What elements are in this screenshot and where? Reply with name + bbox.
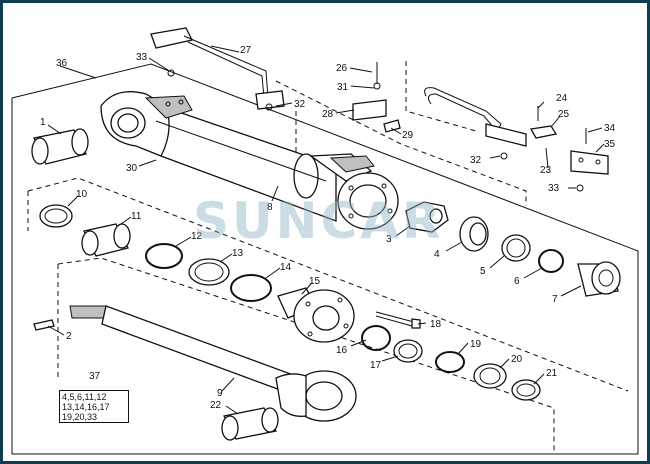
callout-9: 9 [217, 388, 223, 399]
callout-3: 3 [386, 234, 392, 245]
callout-33-lower: 33 [548, 183, 560, 194]
exploded-cylinder-diagram: 1 2 3 4 5 6 7 8 9 10 11 12 13 14 15 16 1… [11, 27, 639, 455]
callout-14: 14 [280, 262, 292, 273]
callout-28: 28 [322, 109, 334, 120]
callout-25: 25 [558, 109, 570, 120]
cylinder-barrel [100, 91, 399, 230]
callout-19: 19 [470, 339, 482, 350]
seal-kit-box: 4,5,6,11,12 13,14,16,17 19,20,33 [59, 390, 129, 423]
callout-7: 7 [552, 294, 558, 305]
callout-2: 2 [66, 331, 72, 342]
part-17-seal-inner [398, 343, 418, 359]
part-20-seal [473, 363, 507, 389]
part-23-pipe [424, 87, 609, 175]
part-14-oring [230, 274, 272, 302]
part-17-seal [393, 339, 423, 363]
callout-20: 20 [511, 354, 523, 365]
part-12-oring [145, 243, 183, 269]
part-2-pin [33, 319, 55, 331]
watermark-text: SUNCAR [193, 192, 443, 250]
callout-5: 5 [480, 266, 486, 277]
callout-24: 24 [556, 93, 568, 104]
callout-32-upper: 32 [294, 99, 306, 110]
callout-29: 29 [402, 130, 414, 141]
part-20-seal-inner [479, 367, 501, 385]
watermark: SUNCAR [193, 192, 443, 250]
part-22-bushing [221, 407, 279, 441]
part-16-oring [361, 325, 391, 351]
seal-kit-line: 19,20,33 [62, 412, 98, 422]
callout-31: 31 [337, 82, 349, 93]
callout-13: 13 [232, 248, 244, 259]
part-21-ring-inner [516, 383, 536, 397]
part-21-ring [511, 379, 541, 401]
callout-35: 35 [604, 139, 616, 150]
pipe-group-outline [405, 61, 477, 132]
part-5-seal-inner [506, 238, 526, 258]
callout-26: 26 [336, 63, 348, 74]
part-19-oring [435, 351, 465, 373]
bracket-group-outline [275, 80, 527, 206]
part-6-oring [538, 249, 564, 273]
part-5-seal [501, 234, 531, 262]
callout-labels: 1 2 3 4 5 6 7 8 9 10 11 12 13 14 15 16 1… [40, 45, 616, 411]
seal-kit-line: 4,5,6,11,12 [62, 392, 107, 402]
callout-34: 34 [604, 123, 616, 134]
main-panel-outline [11, 63, 639, 455]
callout-32-lower: 32 [470, 155, 482, 166]
part-7-piston [577, 261, 621, 297]
part-4-bushing [459, 216, 489, 252]
callout-6: 6 [514, 276, 520, 287]
callout-23: 23 [540, 165, 552, 176]
callout-27: 27 [240, 45, 252, 56]
part-10-ring-inner [44, 208, 68, 224]
callout-33-upper: 33 [136, 52, 148, 63]
callout-8: 8 [267, 202, 273, 213]
callout-12: 12 [191, 231, 203, 242]
seal-kit-line: 13,14,16,17 [62, 402, 110, 412]
part-3-nut [405, 201, 449, 233]
seal-group-outline [27, 177, 629, 392]
part-15-gland [277, 287, 355, 343]
callout-17: 17 [370, 360, 382, 371]
callout-18: 18 [430, 319, 442, 330]
callout-1: 1 [40, 117, 46, 128]
callout-15: 15 [309, 276, 321, 287]
part-27-pipe [150, 27, 285, 111]
seal-kit-callout: 37 [89, 371, 101, 382]
callout-16: 16 [336, 345, 348, 356]
part-18-bolt [375, 311, 421, 329]
callout-30: 30 [126, 163, 138, 174]
callout-10: 10 [76, 189, 88, 200]
callout-11: 11 [131, 211, 142, 222]
leader-lines [47, 45, 605, 415]
part-9-piston-rod [69, 305, 357, 422]
part-10-ring [39, 204, 73, 228]
callout-21: 21 [546, 368, 558, 379]
callout-4: 4 [434, 249, 440, 260]
part-11-bushing [81, 223, 131, 257]
part-13-seal-inner [194, 262, 224, 282]
bracket-28 [167, 62, 587, 192]
callout-22: 22 [210, 400, 222, 411]
part-1-bushing [31, 128, 89, 165]
callout-36: 36 [56, 58, 68, 69]
